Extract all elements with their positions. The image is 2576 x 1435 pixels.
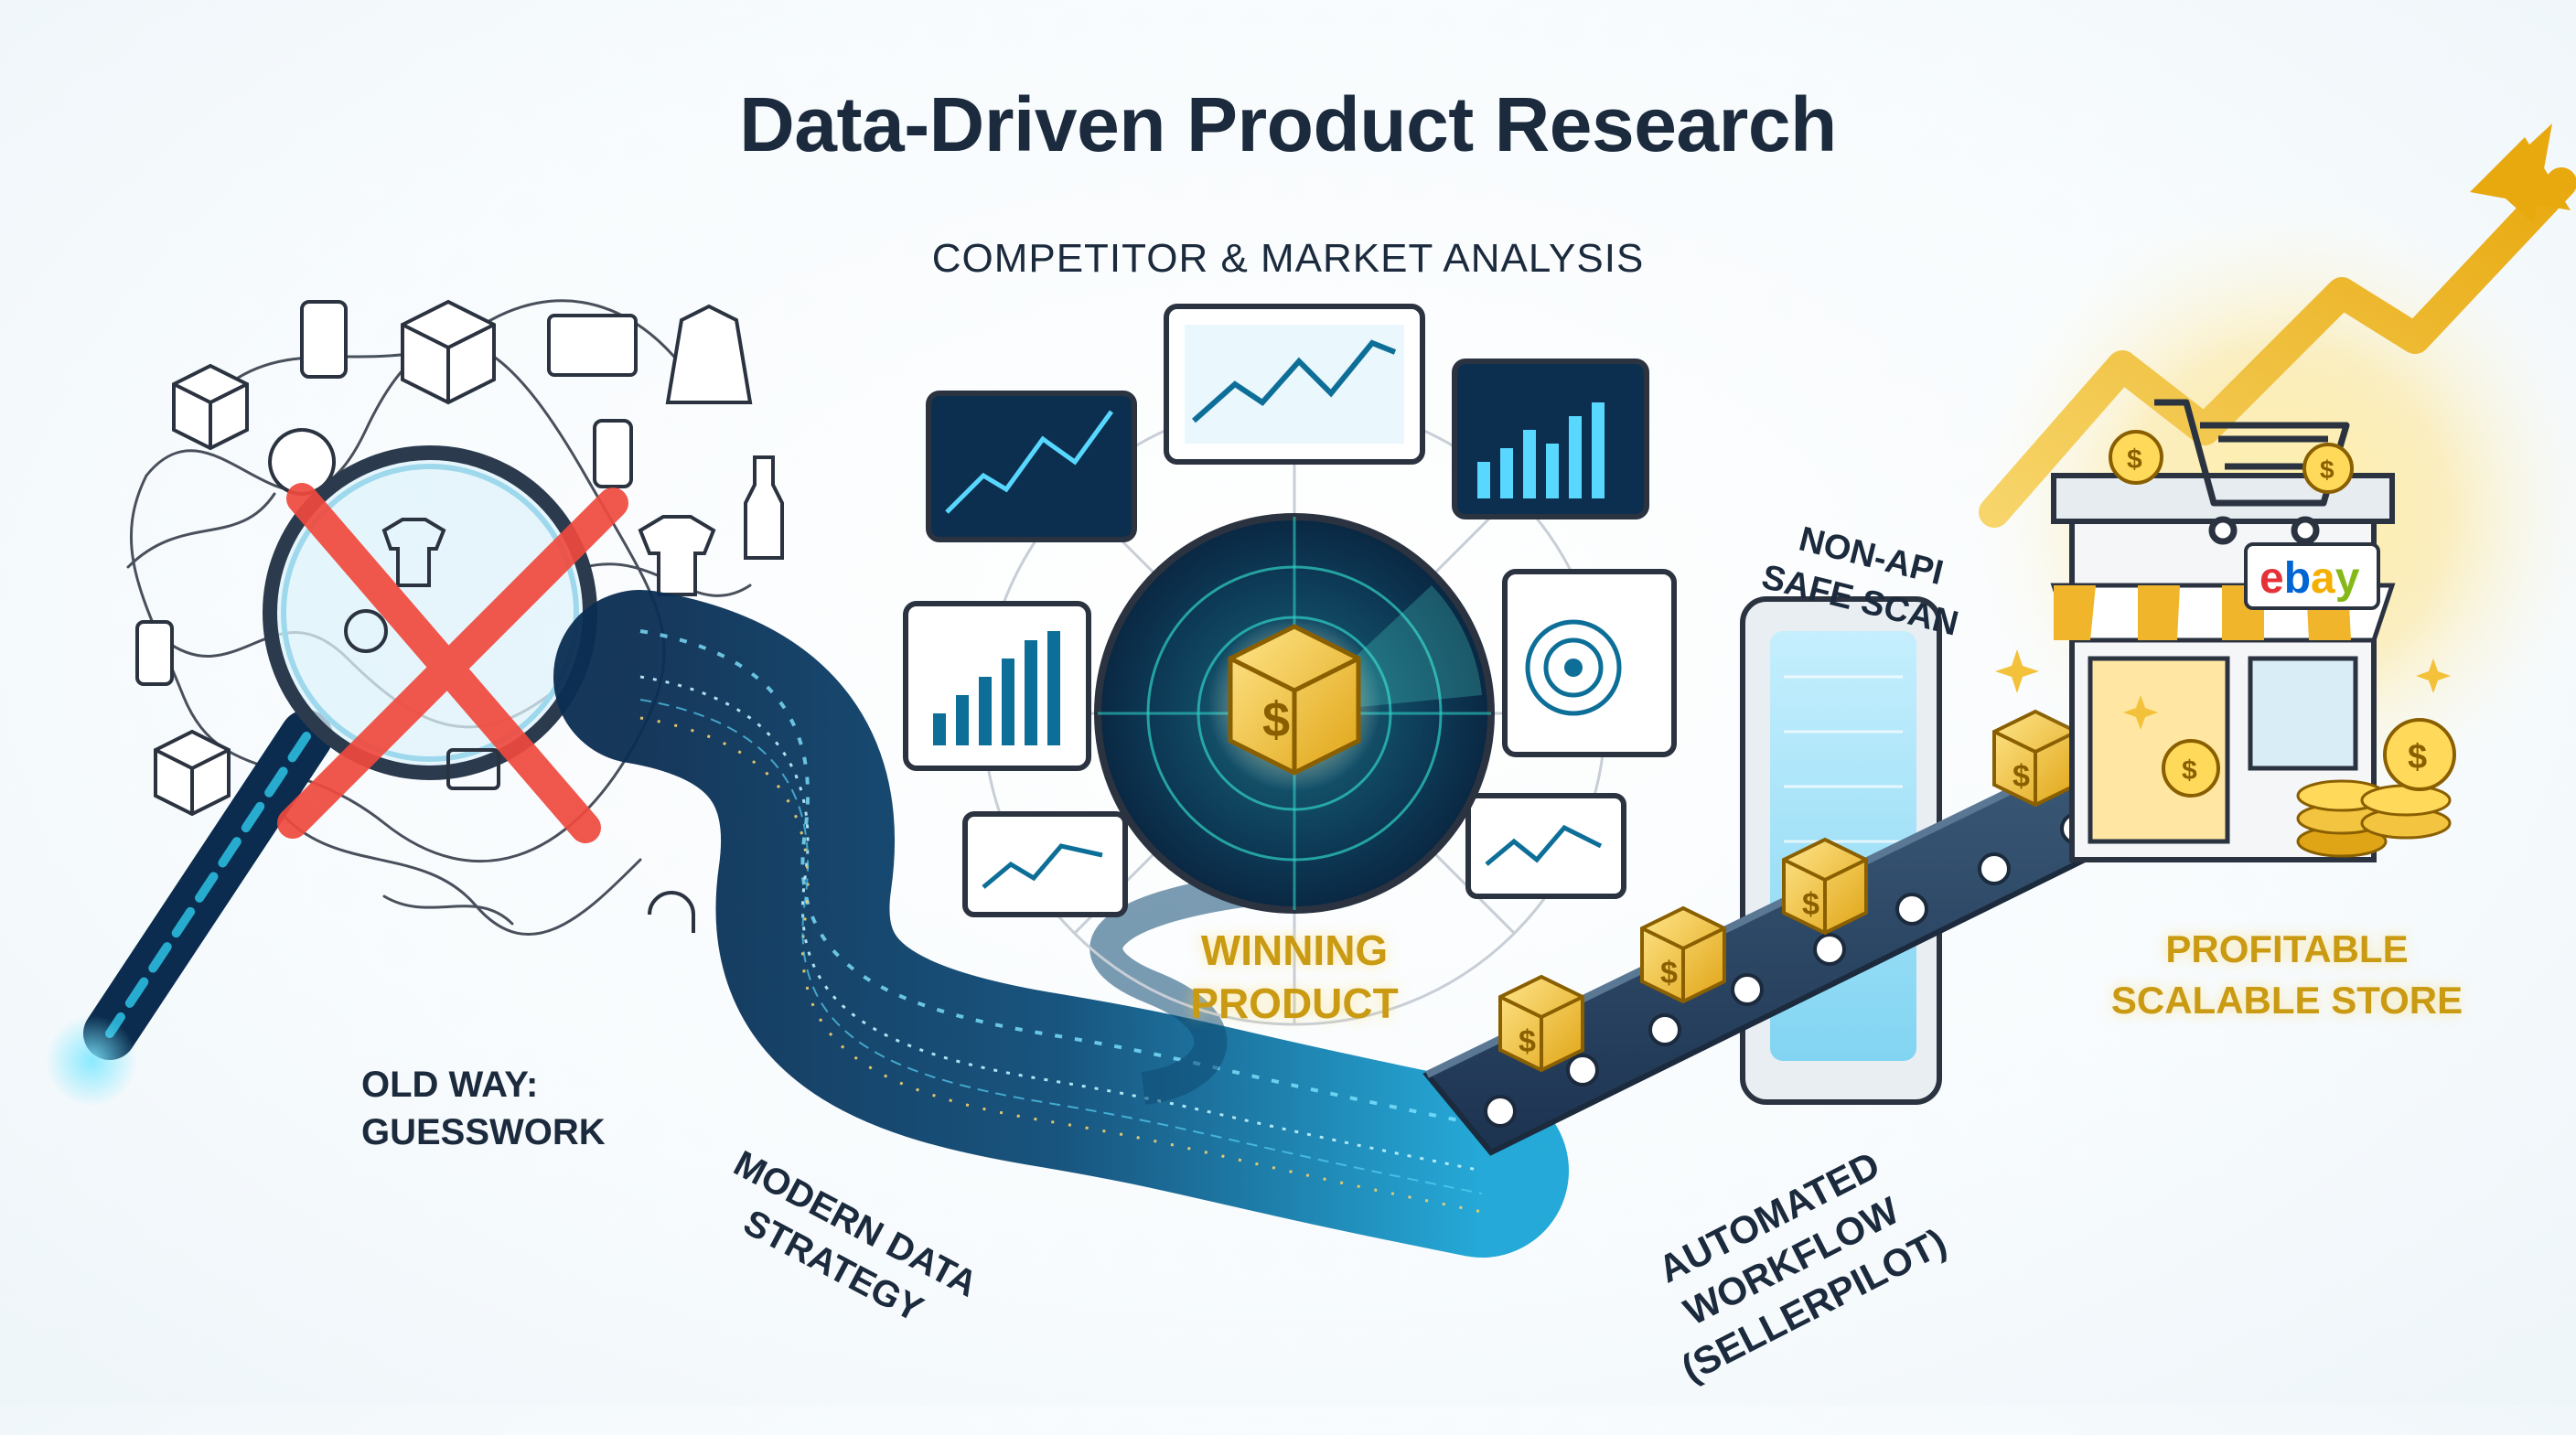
growth-arrow-icon	[1979, 123, 2576, 528]
phone-icon	[593, 419, 633, 488]
page-title: Data-Driven Product Research	[739, 81, 1837, 167]
winning-product-label-line2: PRODUCT	[1190, 980, 1399, 1027]
diagram-scene: $ $ $ $ $	[46, 123, 2576, 1258]
svg-text:ebay: ebay	[2259, 554, 2360, 603]
winning-product-label: WINNING PRODUCT	[1134, 924, 1454, 1030]
chart-monitor	[1164, 304, 1425, 465]
section-subtitle: COMPETITOR & MARKET ANALYSIS	[931, 236, 1645, 281]
brand-letter: y	[2335, 554, 2360, 603]
svg-text:$: $	[1519, 1024, 1536, 1059]
chart-monitor	[962, 811, 1128, 917]
svg-text:$: $	[2320, 455, 2334, 484]
box-icon	[154, 729, 231, 817]
brand-letter: a	[2311, 554, 2335, 603]
svg-text:$: $	[2012, 759, 2030, 794]
svg-text:$: $	[2127, 444, 2142, 475]
svg-text:$: $	[1262, 692, 1290, 747]
svg-text:$: $	[1660, 956, 1678, 991]
coin-icon: $	[2302, 443, 2354, 494]
phone-icon	[135, 620, 174, 686]
sweater-icon	[665, 304, 753, 404]
cross-mark-icon	[277, 483, 628, 843]
phone-icon	[300, 300, 348, 379]
chart-monitor	[1465, 793, 1626, 899]
data-flow-stream	[553, 590, 1569, 1258]
target-monitor	[1502, 569, 1677, 757]
svg-text:$: $	[2408, 738, 2427, 776]
box-icon	[401, 299, 496, 405]
winning-product-label-line1: WINNING	[1200, 926, 1389, 974]
old-way-label-line1: OLD WAY:	[361, 1065, 539, 1105]
product-box-icon: $	[1640, 905, 1726, 1004]
coin-stack-icon	[2296, 779, 2452, 858]
coin-icon: $	[2383, 718, 2456, 791]
product-box-icon: $	[1498, 974, 1584, 1073]
coin-icon: $	[2162, 739, 2220, 798]
microwave-icon	[547, 314, 638, 377]
brand-letter: b	[2284, 554, 2311, 603]
svg-text:$: $	[2182, 755, 2197, 786]
brand-sign: ebay	[2244, 542, 2380, 610]
headphones-icon	[648, 891, 695, 933]
shopping-cart-icon	[2154, 399, 2350, 545]
profitable-store-label-line2: SCALABLE STORE	[2110, 979, 2463, 1022]
winning-product-box-icon: $	[1208, 617, 1381, 791]
product-box-icon: $	[1782, 837, 1868, 936]
profitable-store-label: PROFITABLE SCALABLE STORE	[2095, 924, 2479, 1026]
old-way-label-line2: GUESSWORK	[361, 1112, 606, 1152]
box-icon	[172, 363, 249, 451]
coin-icon: $	[2109, 430, 2163, 485]
svg-text:$: $	[1802, 887, 1819, 922]
profitable-store-label-line1: PROFITABLE	[2165, 927, 2409, 970]
sparkle-icon	[1995, 649, 2451, 730]
chart-monitor	[1452, 359, 1649, 519]
old-way-label: OLD WAY: GUESSWORK	[361, 1061, 606, 1156]
chart-monitor	[903, 601, 1091, 771]
bottle-icon	[744, 455, 784, 560]
chart-monitor	[926, 391, 1137, 542]
brand-letter: e	[2259, 554, 2284, 603]
tshirt-icon	[638, 515, 716, 596]
